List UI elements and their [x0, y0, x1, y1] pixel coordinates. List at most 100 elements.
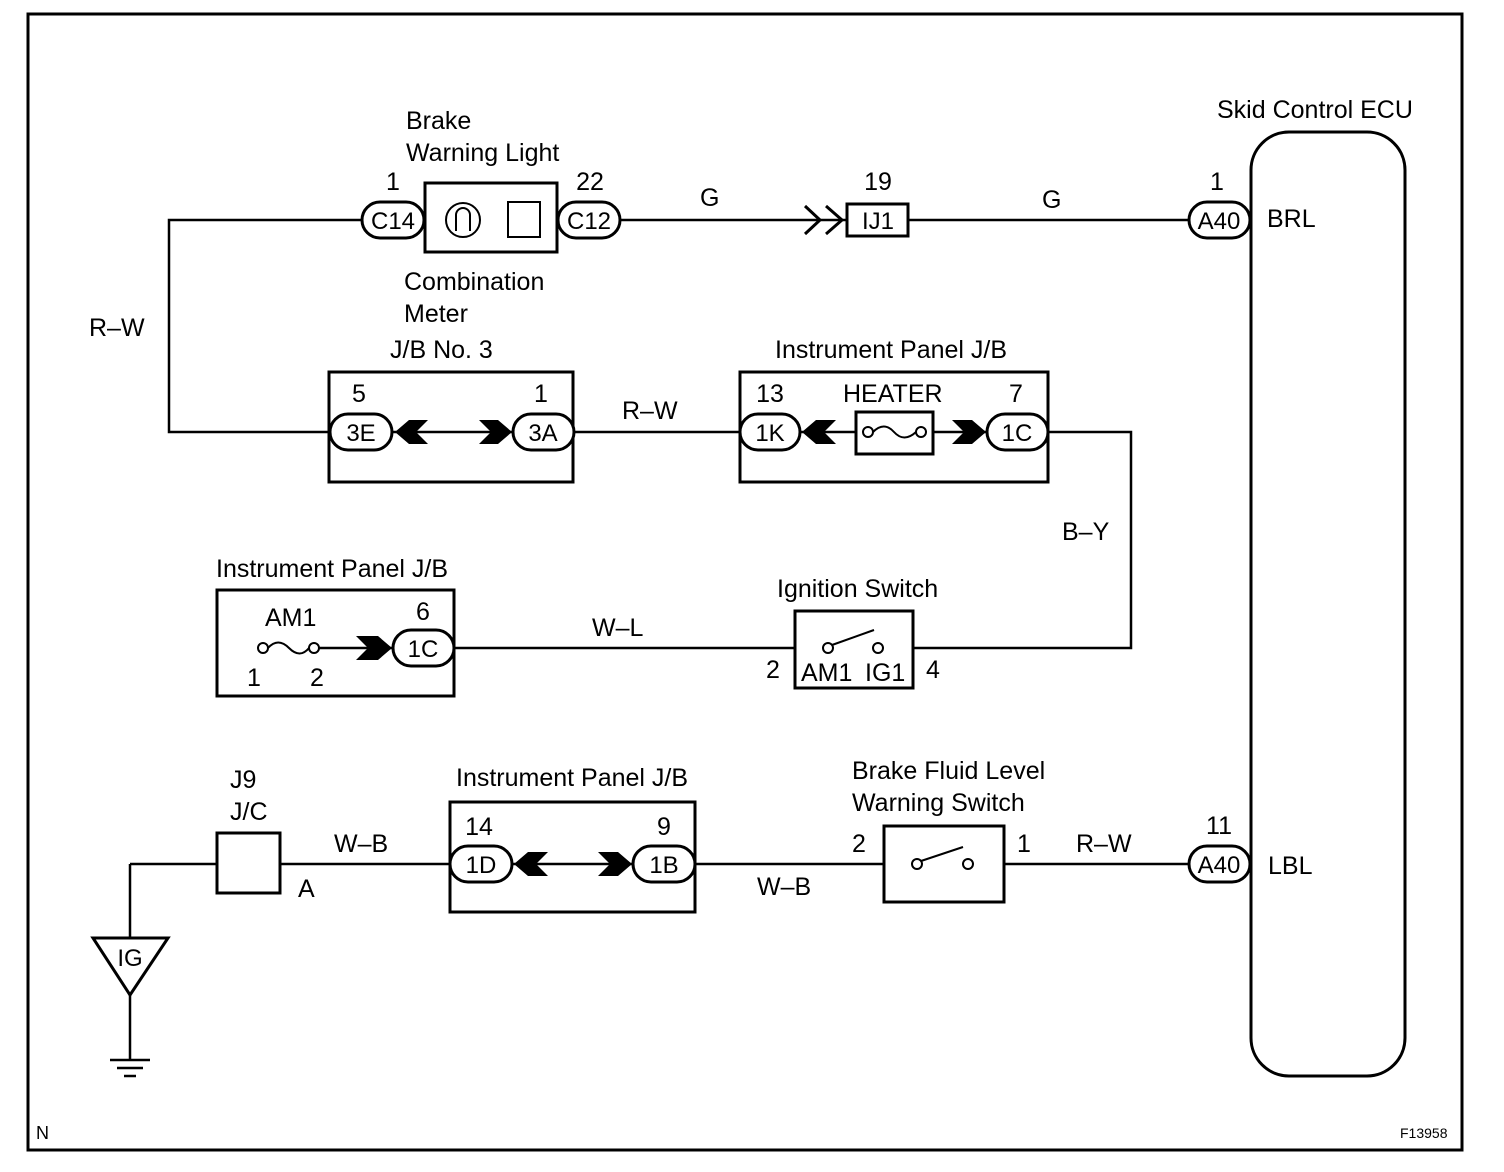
brake-fluid-switch-box [882, 824, 1006, 904]
ecu-label: Skid Control ECU [1217, 96, 1413, 124]
connector-1k-label: 1K [755, 420, 784, 447]
terminal-lbl: LBL [1268, 852, 1313, 880]
connector-1c-am1-label: 1C [408, 636, 439, 663]
connector-c12 [556, 200, 622, 240]
pin-c14: 1 [386, 168, 400, 196]
wire-label-switch-to-ecu: R–W [1076, 830, 1132, 858]
lamp-filament-icon [455, 207, 471, 231]
connector-a40-brl [1187, 200, 1252, 240]
pin-3e: 5 [352, 380, 366, 408]
ip-jb-lower: Instrument Panel J/B 1D 1B 14 9 [448, 764, 697, 914]
fuse-terminal-icon [308, 642, 320, 654]
combination-meter-label-2: Meter [404, 300, 468, 328]
connector-a40-lbl-label: A40 [1198, 852, 1241, 879]
j9-box [215, 831, 282, 895]
fuse-icon [267, 641, 310, 655]
pin-ij1: 19 [864, 168, 892, 196]
wire-label-ij1-to-ecu: G [1042, 186, 1061, 214]
fuse-terminal-icon [862, 426, 874, 438]
ignition-pin-right: 4 [926, 656, 940, 684]
connector-1k [738, 412, 802, 452]
wire-label-jc-to-ipjb: W–B [334, 830, 388, 858]
junction-j9: J9 J/C A [215, 766, 315, 903]
wire-label-ipjb-to-ignition: B–Y [1062, 518, 1110, 546]
switch-blade-icon [920, 846, 964, 862]
heater-fuse-label: HEATER [843, 380, 943, 408]
brake-fluid-switch-pin-right: 1 [1017, 830, 1031, 858]
wires [128, 218, 1190, 1060]
j9-pin: A [298, 875, 315, 903]
ecu-box [1249, 130, 1407, 1078]
connector-a40-lbl [1187, 844, 1252, 884]
fuse-terminal-icon [257, 642, 269, 654]
ignition-switch-label: Ignition Switch [777, 575, 938, 603]
brake-fluid-switch-label-1: Brake Fluid Level [852, 757, 1045, 785]
pin-1k: 13 [756, 380, 784, 408]
jb-no3-label: J/B No. 3 [390, 336, 493, 364]
ignition-switch: Ignition Switch AM1 IG1 2 4 [766, 575, 940, 690]
pin-3a: 1 [534, 380, 548, 408]
combination-meter-label-1: Combination [404, 268, 544, 296]
brake-warning-light-label-1: Brake [406, 107, 471, 135]
ip-jb-am1: Instrument Panel J/B AM1 6 1C 1 2 [215, 555, 456, 698]
switch-contact-icon [962, 858, 974, 870]
jb-no3: J/B No. 3 3E 3A 5 1 [327, 336, 576, 484]
combination-meter: Brake Warning Light C14 C12 1 22 Combina… [360, 107, 622, 328]
lamp-icon [445, 202, 481, 238]
jb-no3-chevron-left [395, 420, 428, 444]
skid-control-ecu: Skid Control ECU A40 1 BRL A40 11 LBL [1187, 96, 1413, 1078]
wire-label-jb3-to-ipjb: R–W [622, 397, 678, 425]
jb-no3-chevron-right [479, 420, 512, 444]
ip-jb-heater-chevron-left [802, 420, 836, 444]
inline-connector-chevron-2 [825, 204, 845, 236]
wire-meter-to-jb3 [167, 218, 362, 434]
ip-jb-heater-chevron-right [952, 420, 986, 444]
ground-point-label: IG [117, 945, 142, 972]
wire-label-meter-to-jb3: R–W [89, 314, 145, 342]
brake-fluid-switch-pin-left: 2 [852, 830, 866, 858]
wire-labels: R–W G G R–W B–Y W–L W–B W–B R–W [89, 184, 1132, 901]
connector-3e [328, 412, 394, 452]
meter-element [507, 201, 541, 238]
ij1-box [845, 202, 910, 238]
pin-1c-am1: 6 [416, 598, 430, 626]
wire-label-meter-to-ij1: G [700, 184, 719, 212]
pin-1d: 14 [465, 813, 493, 841]
connector-c12-label: C12 [567, 208, 611, 235]
ip-jb-lower-label: Instrument Panel J/B [456, 764, 688, 792]
j9-label-1: J9 [230, 766, 256, 794]
connector-a40-brl-label: A40 [1198, 208, 1241, 235]
pin-1b: 9 [657, 813, 671, 841]
ignition-pin-left: 2 [766, 656, 780, 684]
switch-contact-icon [911, 858, 923, 870]
brake-fluid-switch: Brake Fluid Level Warning Switch 2 1 [852, 757, 1045, 904]
am1-fuse-pin-1: 1 [247, 664, 261, 692]
ip-jb-am1-label: Instrument Panel J/B [216, 555, 448, 583]
ip-jb-lower-chevron-right [598, 852, 632, 876]
connector-3a [511, 412, 576, 452]
fuse-icon [872, 425, 917, 439]
connector-3e-label: 3E [346, 420, 375, 447]
heater-fuse-box [854, 410, 935, 456]
connector-1b [631, 844, 697, 884]
ignition-terminal-am1: AM1 [801, 659, 852, 687]
j9-label-2: J/C [230, 798, 268, 826]
fuse-terminal-icon [915, 426, 927, 438]
figure-code: F13958 [1400, 1125, 1448, 1141]
ip-jb-heater-label: Instrument Panel J/B [775, 336, 1007, 364]
switch-blade-icon [831, 629, 875, 646]
connector-1c-am1 [391, 628, 456, 668]
ignition-terminal-ig1: IG1 [865, 659, 905, 687]
ip-jb-lower-chevron-left [514, 852, 548, 876]
diagram-frame [26, 12, 1464, 1152]
ij1-label: IJ1 [862, 208, 894, 235]
connector-1d-label: 1D [466, 852, 497, 879]
ignition-switch-box [793, 609, 915, 690]
switch-contact-icon [872, 642, 884, 654]
ground-point: IG [90, 936, 171, 1078]
terminal-brl: BRL [1267, 205, 1316, 233]
ip-jb-heater: Instrument Panel J/B 1K 1C 13 HEATER 7 [738, 336, 1050, 484]
pin-1c-heater: 7 [1009, 380, 1023, 408]
